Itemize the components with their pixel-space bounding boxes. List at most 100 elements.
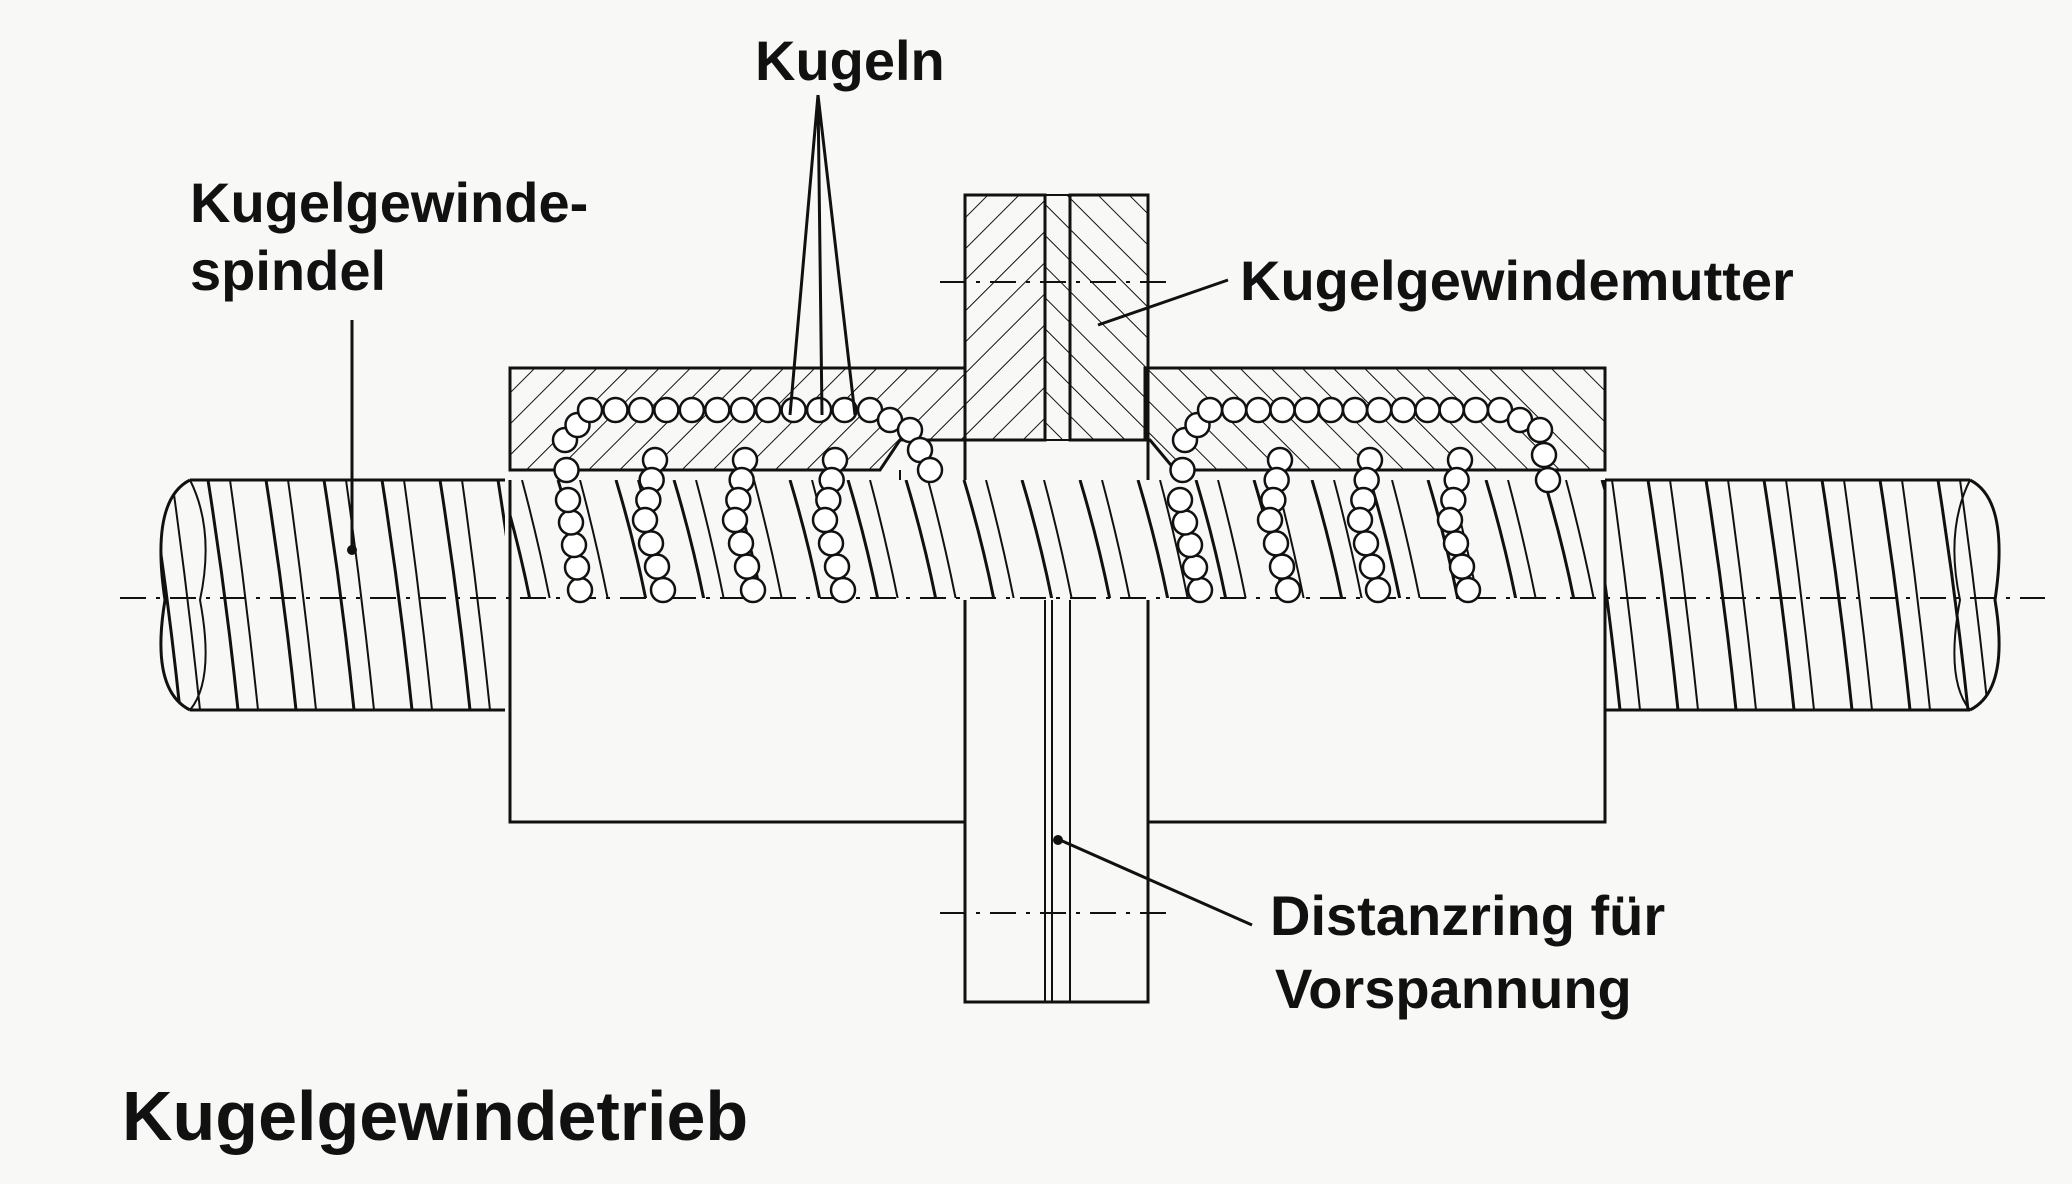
ball [1454, 576, 1482, 604]
label-spindle-line2: spindel [190, 239, 386, 302]
ball [739, 576, 767, 604]
ball [1245, 396, 1272, 424]
thread-flank [846, 480, 880, 598]
thread-flank [985, 480, 1015, 598]
ball [678, 396, 706, 424]
ball [627, 396, 655, 424]
spindle-left-threads [160, 480, 548, 710]
thread-flank [753, 480, 783, 598]
thread-flank [579, 480, 609, 598]
ball [1181, 554, 1209, 581]
label-nut: Kugelgewindemutter [1240, 249, 1794, 312]
ball [649, 576, 677, 604]
thread-flank [1727, 480, 1757, 710]
spindle-left [159, 478, 548, 712]
thread-flank [695, 480, 725, 598]
ball [1534, 466, 1562, 494]
ball [1176, 531, 1204, 559]
ball [554, 486, 582, 514]
ball [1448, 553, 1476, 580]
spindle-right [1605, 478, 2046, 712]
thread-flank [229, 480, 259, 710]
thread-flank [287, 480, 317, 710]
ball [566, 576, 594, 604]
leader-lines [347, 94, 1253, 927]
thread-flank [1762, 480, 1796, 710]
ball [1169, 456, 1196, 484]
ball [631, 506, 659, 534]
thread-flank [2018, 480, 2046, 710]
ball [1262, 530, 1290, 557]
ball [1436, 506, 1464, 534]
ball [1196, 396, 1224, 424]
thread-flank [788, 480, 822, 598]
thread-flank [322, 480, 356, 710]
thread-flank [1669, 480, 1699, 710]
thread-flank [160, 480, 182, 710]
thread-flank [1843, 480, 1873, 710]
ball [1346, 506, 1374, 534]
ball [829, 576, 857, 604]
ball [1526, 416, 1554, 444]
thread-flank [171, 480, 201, 710]
thread-flank [1136, 480, 1170, 598]
ball [1414, 396, 1441, 424]
ball [721, 506, 749, 534]
thread-flank [1646, 480, 1680, 710]
ball [576, 396, 604, 424]
thread-flank [614, 480, 648, 598]
ball [553, 456, 580, 484]
thread-flank [1611, 480, 1641, 710]
thread-flank [869, 480, 899, 598]
label-spacer-line1: Distanzring für [1270, 884, 1665, 947]
thread-flank [1878, 480, 1912, 710]
diagram-caption: Kugelgewindetrieb [122, 1077, 748, 1155]
ball [1317, 396, 1345, 424]
thread-flank [1310, 480, 1344, 598]
ball [1220, 396, 1248, 424]
thread-flank [1194, 480, 1228, 598]
thread-flank [1507, 480, 1537, 598]
ball [1462, 396, 1490, 424]
thread-flank [1820, 480, 1854, 710]
ball [560, 531, 588, 559]
ball [1341, 396, 1369, 424]
ball [1269, 396, 1296, 424]
thread-flank [520, 480, 548, 710]
thread-flank [1936, 480, 1970, 710]
ball [916, 456, 944, 484]
ball [823, 553, 851, 580]
ball [1530, 441, 1558, 469]
ball [1442, 530, 1470, 557]
thread-flank [1994, 480, 2000, 710]
thread-flank [206, 480, 240, 710]
ball [1365, 396, 1393, 424]
thread-flank [1101, 480, 1131, 598]
thread-flank [1624, 480, 1652, 600]
ball [1274, 576, 1302, 604]
ball [1390, 396, 1417, 424]
ball [1166, 486, 1194, 514]
thread-flank [380, 480, 414, 710]
thread-flank [1391, 480, 1421, 598]
thread-flank [1785, 480, 1815, 710]
thread-flank [1484, 480, 1518, 598]
label-spacer-line2: Vorspannung [1275, 957, 1632, 1020]
ball [817, 530, 845, 557]
thread-flank [1565, 480, 1595, 598]
thread-flank [1704, 480, 1738, 710]
ball [602, 396, 629, 424]
ball [637, 530, 665, 557]
ball [1364, 576, 1392, 604]
ball [780, 396, 807, 424]
thread-flank [672, 480, 706, 598]
thread-flank [438, 480, 472, 710]
thread-flank [521, 480, 551, 598]
thread-flank [496, 480, 505, 710]
ball [811, 506, 839, 534]
thread-flank [1078, 480, 1112, 598]
ball [729, 396, 756, 424]
thread-flank [1217, 480, 1247, 598]
